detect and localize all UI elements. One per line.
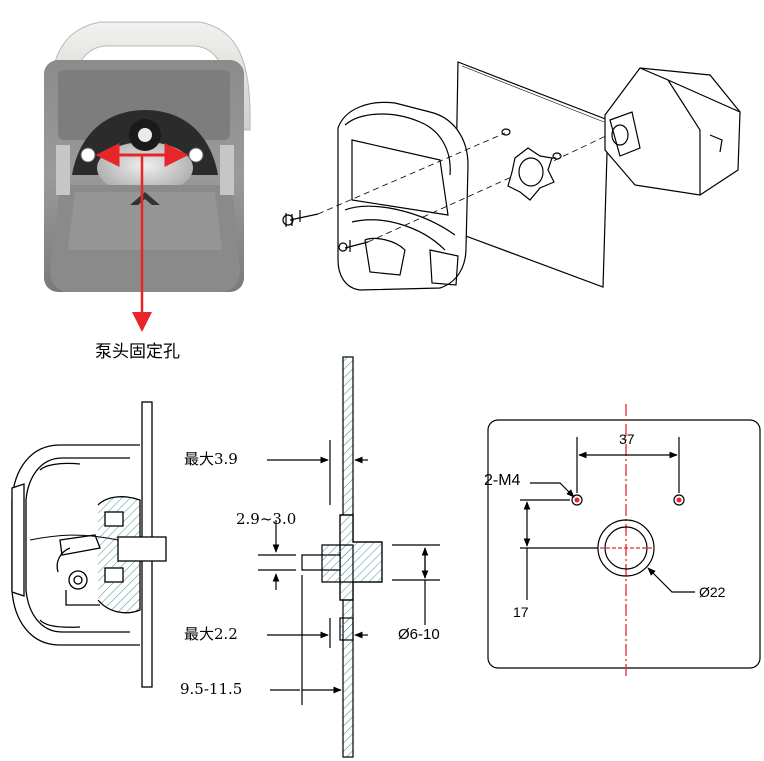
fixing-hole-caption: 泵头固定孔 xyxy=(95,342,180,362)
hole-spacing-label: 37 xyxy=(619,431,635,447)
side-section-view xyxy=(11,401,167,688)
pump-head-photo xyxy=(44,21,251,332)
vertical-offset-label: 17 xyxy=(513,604,529,620)
shaft-diameter-label: Ø6-10 xyxy=(398,626,440,643)
mount-section-detail xyxy=(258,356,440,758)
bore-diameter-label: Ø22 xyxy=(699,584,726,600)
exploded-assembly-view xyxy=(282,61,741,291)
shaft-gap-label: 2.9~3.0 xyxy=(236,510,297,528)
mount-offset-label: 9.5-11.5 xyxy=(180,680,243,698)
panel-cutout-view xyxy=(487,404,761,678)
max-gap-bottom-label: 最大2.2 xyxy=(184,625,238,643)
thread-holes-label: 2-M4 xyxy=(484,472,521,489)
max-gap-top-label: 最大3.9 xyxy=(184,450,238,468)
